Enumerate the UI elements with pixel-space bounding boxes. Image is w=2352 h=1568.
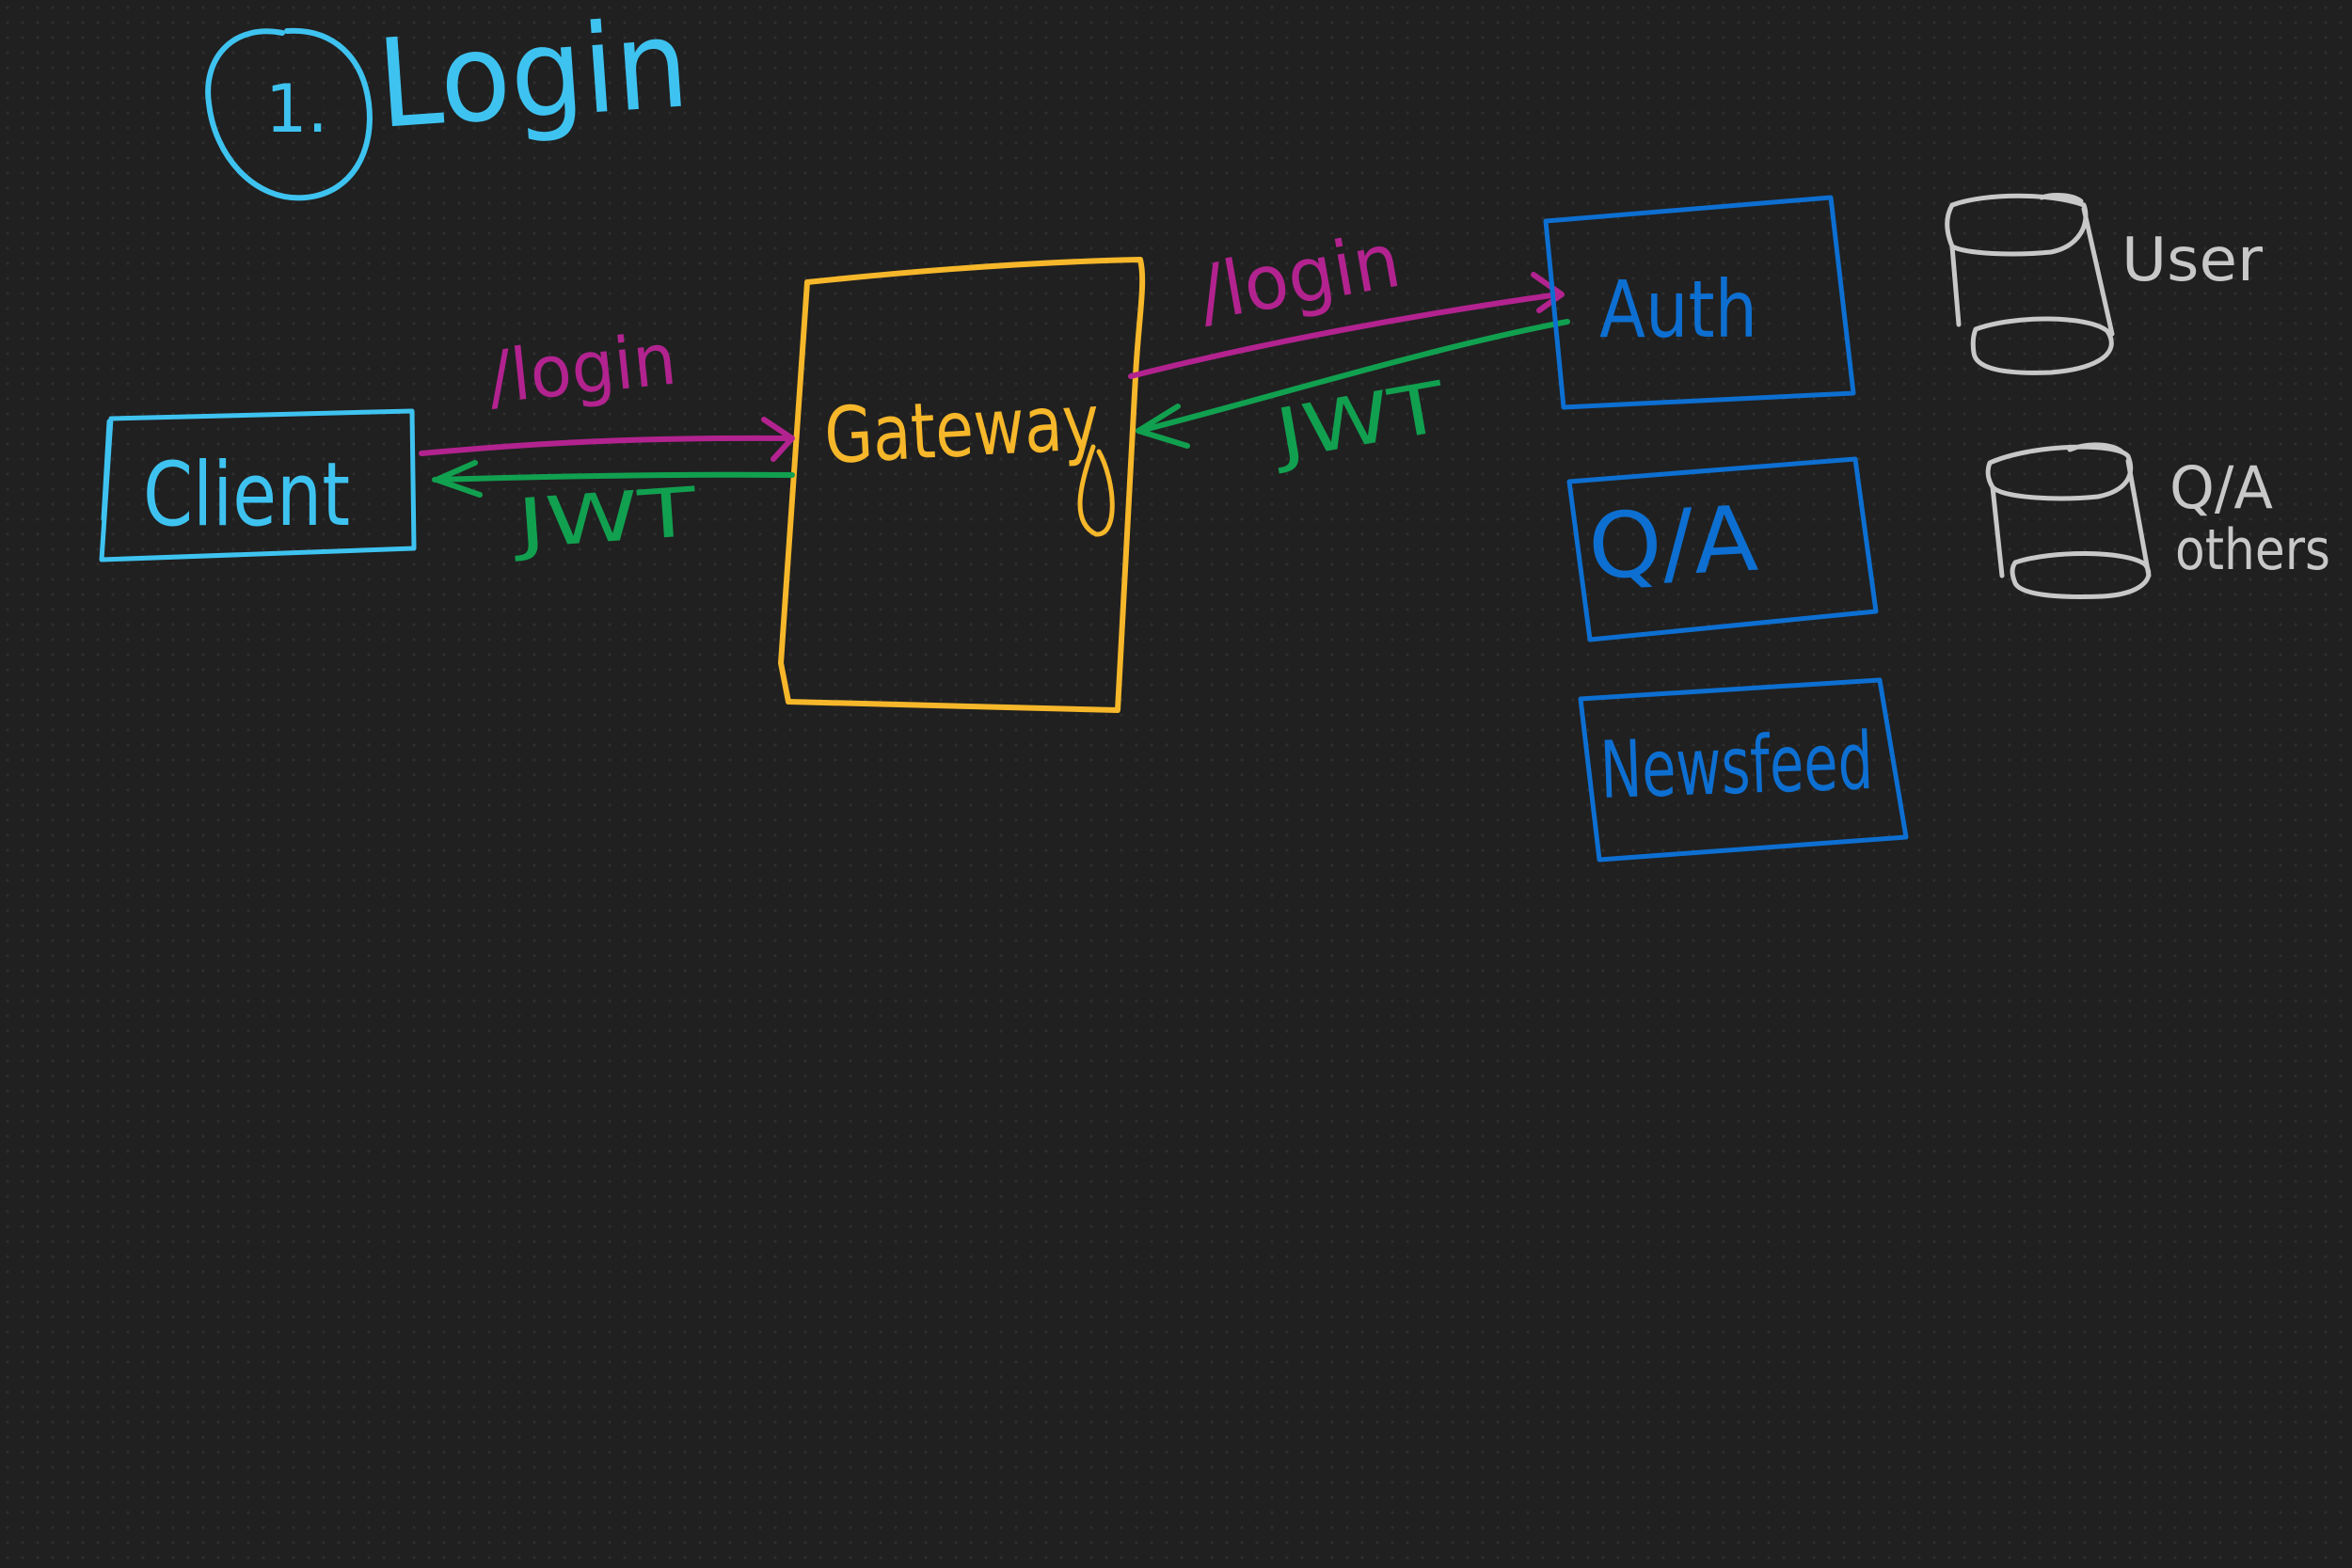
- client-box: [99, 408, 417, 562]
- gateway-label-tail: [1077, 444, 1115, 537]
- qa-box: [1566, 456, 1879, 642]
- gateway-label: Gateway: [822, 378, 1102, 482]
- login-request-label-1: /login: [485, 316, 680, 419]
- jwt-response-arrow-1: [432, 460, 795, 498]
- newsfeed-service-node: Newsfeed: [1578, 677, 1909, 863]
- client-label: Client: [143, 444, 350, 546]
- newsfeed-box: [1578, 677, 1909, 863]
- gateway-box: [778, 257, 1146, 713]
- qa-label: Q/A: [1585, 486, 1760, 600]
- gateway-node: Gateway: [778, 257, 1146, 713]
- step-number-circle: [205, 27, 373, 201]
- qa-database: Q/A others: [1985, 442, 2330, 599]
- login-request-label-2: /login: [1192, 216, 1406, 338]
- auth-label: Auth: [1599, 263, 1757, 356]
- auth-service-node: Auth: [1543, 195, 1856, 410]
- qa-db-icon: [1985, 442, 2152, 599]
- jwt-response-arrow-2: [1136, 319, 1570, 449]
- user-db-label: User: [2122, 226, 2264, 295]
- title-group: 1. Login: [205, 0, 693, 201]
- client-gateway-edges: /login JWT: [419, 316, 795, 564]
- gateway-auth-edges: /login JWT: [1128, 216, 1570, 477]
- qa-db-label-line1: Q/A: [2169, 453, 2273, 522]
- qa-service-node: Q/A: [1566, 456, 1879, 642]
- newsfeed-label: Newsfeed: [1598, 715, 1874, 816]
- jwt-response-label-2: JWT: [1265, 367, 1452, 477]
- jwt-response-label-1: JWT: [510, 472, 700, 564]
- page-title: Login: [373, 0, 693, 156]
- user-db-icon: [1945, 192, 2115, 375]
- auth-box: [1543, 195, 1856, 410]
- qa-db-label-line2: others: [2175, 517, 2330, 583]
- step-number: 1.: [265, 71, 328, 148]
- user-database: User: [1945, 192, 2264, 375]
- login-request-arrow-2: [1128, 272, 1565, 379]
- client-node: Client: [99, 408, 417, 562]
- login-request-arrow-1: [419, 417, 795, 462]
